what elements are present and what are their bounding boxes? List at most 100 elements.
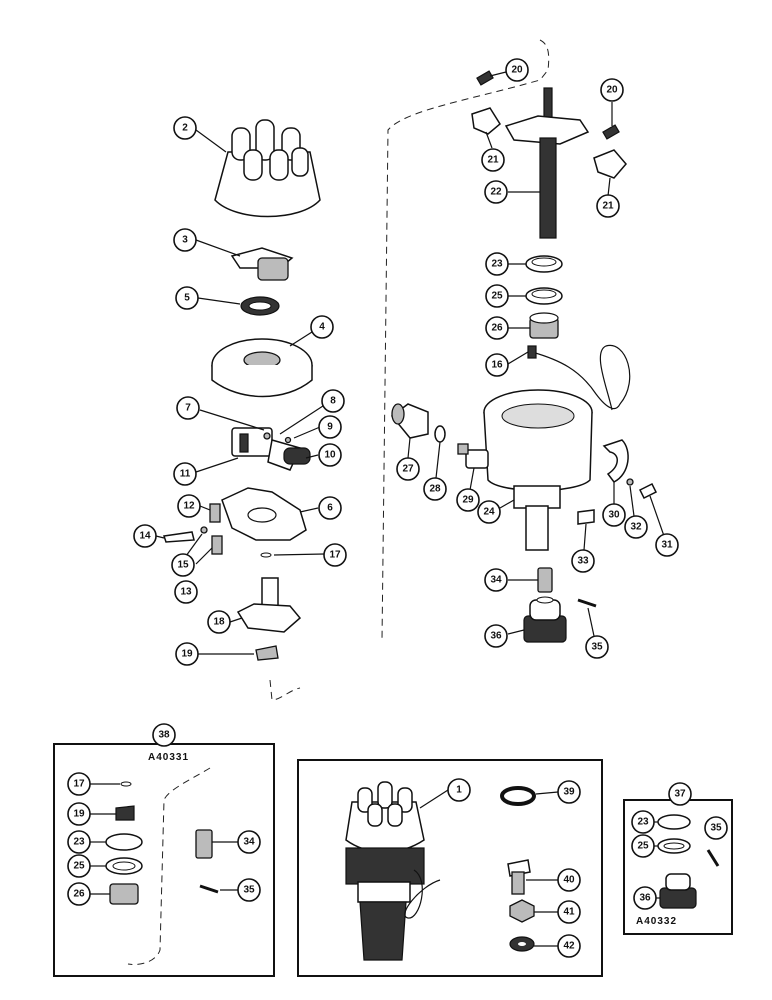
svg-text:36: 36: [639, 893, 651, 904]
callout-1: 1: [447, 778, 471, 802]
part-bushing-26: [529, 312, 559, 339]
callout-14: 14: [133, 524, 157, 548]
part-cam: [236, 577, 302, 633]
part-spring-20: [476, 70, 494, 86]
svg-text:5: 5: [184, 293, 190, 304]
kit37-part-23: [657, 814, 691, 830]
part-bolt-40: [507, 859, 531, 895]
svg-text:25: 25: [491, 291, 503, 302]
part-31: [638, 482, 658, 500]
part-33: [577, 509, 595, 525]
svg-text:15: 15: [177, 560, 189, 571]
part-weight-21: [471, 107, 501, 135]
part-distributor-assembly-1: [345, 781, 441, 961]
callout-32: 32: [624, 515, 648, 539]
svg-text:41: 41: [563, 907, 575, 918]
kit38-part-26: [109, 883, 139, 905]
part-contact-points: [231, 427, 311, 471]
part-shaft: [504, 87, 590, 239]
part-32: [626, 478, 634, 486]
part-lead-wire-16: [531, 344, 631, 411]
callout-5: 5: [175, 286, 199, 310]
callout-4: 4: [310, 315, 334, 339]
callout-36: 36: [484, 624, 508, 648]
kit38-callout-35: 35: [237, 878, 261, 902]
svg-text:21: 21: [602, 201, 614, 212]
part-34: [537, 567, 553, 593]
callout-11: 11: [173, 462, 197, 486]
kit37-part-35: [706, 849, 720, 867]
kit38-dashed-line: [127, 767, 211, 965]
svg-text:36: 36: [490, 631, 502, 642]
callout-25: 25: [485, 284, 509, 308]
callout-39: 39: [557, 780, 581, 804]
svg-text:20: 20: [511, 65, 523, 76]
assembly-dashed-line-lower: [269, 679, 301, 701]
part-distributor-cap: [214, 119, 321, 218]
callout-42: 42: [557, 934, 581, 958]
part-washer-15: [200, 526, 208, 534]
kit37-callout-25: 25: [631, 834, 655, 858]
callout-23: 23: [485, 252, 509, 276]
svg-text:40: 40: [563, 875, 575, 886]
svg-text:4: 4: [319, 322, 325, 333]
svg-text:23: 23: [637, 817, 649, 828]
svg-text:17: 17: [73, 779, 85, 790]
callout-22: 22: [484, 180, 508, 204]
kit38-part-19: [115, 805, 135, 821]
callout-21: 21: [481, 148, 505, 172]
part-30: [602, 439, 629, 483]
svg-text:20: 20: [606, 85, 618, 96]
svg-text:25: 25: [73, 861, 85, 872]
kit-box-38-code: A40331: [148, 752, 189, 763]
svg-text:9: 9: [327, 422, 333, 433]
callout-12: 12: [177, 494, 201, 518]
svg-text:6: 6: [327, 503, 333, 514]
callout-35: 35: [585, 635, 609, 659]
callout-2: 2: [173, 116, 197, 140]
callout-3: 3: [173, 228, 197, 252]
svg-text:1: 1: [456, 785, 462, 796]
callout-7: 7: [176, 396, 200, 420]
callout-15: 15: [171, 553, 195, 577]
svg-text:18: 18: [213, 617, 225, 628]
svg-text:24: 24: [483, 507, 495, 518]
assembly-box: [297, 759, 603, 977]
callout-38: 38: [152, 723, 176, 747]
kit38-part-17: [120, 781, 132, 787]
svg-text:19: 19: [73, 809, 85, 820]
callout-31: 31: [655, 533, 679, 557]
callout-9: 9: [318, 415, 342, 439]
kit-box-37-code: A40332: [636, 916, 677, 927]
svg-text:16: 16: [491, 360, 503, 371]
callout-27: 27: [396, 457, 420, 481]
callout-30: 30: [602, 503, 626, 527]
callout-20: 20: [505, 58, 529, 82]
svg-text:7: 7: [185, 403, 191, 414]
callout-33: 33: [571, 549, 595, 573]
part-29: [457, 443, 489, 469]
svg-text:26: 26: [73, 889, 85, 900]
kit37-callout-23: 23: [631, 810, 655, 834]
svg-text:23: 23: [73, 837, 85, 848]
callout-20b: 20: [600, 78, 624, 102]
svg-text:34: 34: [243, 837, 255, 848]
kit38-part-23: [105, 833, 143, 851]
part-27: [390, 403, 429, 439]
callout-21b: 21: [596, 194, 620, 218]
part-pin-35: [577, 598, 597, 608]
kit38-part-35: [199, 884, 219, 894]
kit38-callout-26: 26: [67, 882, 91, 906]
svg-text:37: 37: [674, 789, 686, 800]
kit38-callout-17: 17: [67, 772, 91, 796]
svg-text:35: 35: [710, 823, 722, 834]
part-seal-39: [500, 786, 536, 806]
svg-text:39: 39: [563, 787, 575, 798]
kit37-callout-35: 35: [704, 816, 728, 840]
part-gear-36: [523, 596, 567, 643]
kit38-part-34: [195, 829, 213, 859]
svg-text:2: 2: [182, 123, 188, 134]
svg-text:28: 28: [429, 484, 441, 495]
part-spring-20b: [602, 124, 620, 140]
part-12: [209, 503, 221, 523]
